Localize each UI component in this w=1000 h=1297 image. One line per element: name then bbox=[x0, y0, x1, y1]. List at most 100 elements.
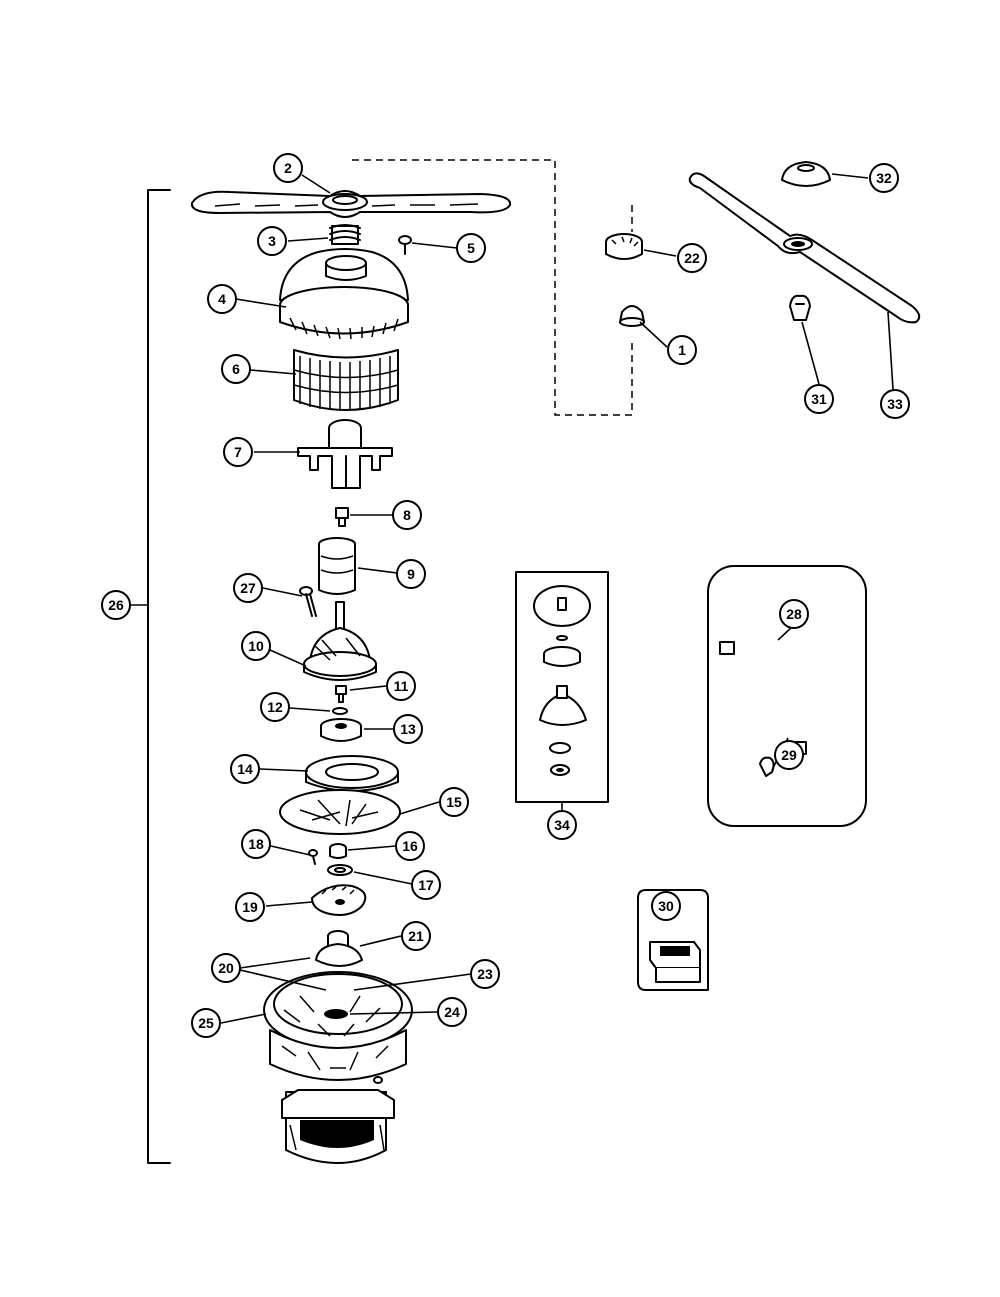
seal-14 bbox=[305, 755, 399, 792]
callout-29: 29 bbox=[774, 740, 804, 770]
spring-part bbox=[329, 224, 361, 245]
lower-spray-arm bbox=[190, 190, 512, 218]
filter-cover bbox=[279, 248, 409, 340]
callout-12: 12 bbox=[260, 692, 290, 722]
assembly-bracket-26 bbox=[131, 189, 171, 1164]
callout-15: 15 bbox=[439, 787, 469, 817]
callout-25: 25 bbox=[191, 1008, 221, 1038]
svg-text:25: 25 bbox=[198, 1015, 214, 1031]
callout-23: 23 bbox=[470, 959, 500, 989]
o-ring-12 bbox=[332, 707, 348, 715]
screw-11 bbox=[335, 685, 347, 703]
svg-text:31: 31 bbox=[811, 391, 827, 407]
callout-6: 6 bbox=[221, 354, 251, 384]
upper-spray-arm bbox=[688, 172, 921, 324]
callout-9: 9 bbox=[396, 559, 426, 589]
chopper-plate-15 bbox=[279, 789, 401, 835]
callout-20: 20 bbox=[211, 953, 241, 983]
svg-text:14: 14 bbox=[237, 761, 253, 777]
svg-text:19: 19 bbox=[242, 899, 258, 915]
svg-text:2: 2 bbox=[284, 160, 292, 176]
svg-text:28: 28 bbox=[786, 606, 802, 622]
callout-3: 3 bbox=[257, 226, 287, 256]
svg-text:33: 33 bbox=[887, 396, 903, 412]
callout-24: 24 bbox=[437, 997, 467, 1027]
svg-text:4: 4 bbox=[218, 291, 226, 307]
callout-33: 33 bbox=[880, 389, 910, 419]
impeller-13 bbox=[320, 718, 362, 742]
hose-kit-box bbox=[707, 565, 867, 827]
svg-text:26: 26 bbox=[108, 597, 124, 613]
cap-32 bbox=[781, 161, 831, 187]
screw-5 bbox=[398, 235, 412, 255]
leader-lines bbox=[220, 173, 894, 1024]
callout-19: 19 bbox=[235, 892, 265, 922]
svg-text:17: 17 bbox=[418, 877, 434, 893]
spider-support bbox=[297, 419, 393, 489]
bushing-16 bbox=[329, 843, 347, 859]
nozzle-1 bbox=[619, 305, 645, 327]
svg-text:3: 3 bbox=[268, 233, 276, 249]
callout-17: 17 bbox=[411, 870, 441, 900]
callout-14: 14 bbox=[230, 754, 260, 784]
callout-26: 26 bbox=[101, 590, 131, 620]
svg-text:15: 15 bbox=[446, 794, 462, 810]
plate-19 bbox=[311, 884, 367, 916]
clip-31 bbox=[789, 294, 811, 321]
callout-5: 5 bbox=[456, 233, 486, 263]
svg-text:23: 23 bbox=[477, 966, 493, 982]
svg-text:29: 29 bbox=[781, 747, 797, 763]
callout-32: 32 bbox=[869, 163, 899, 193]
callout-7: 7 bbox=[223, 437, 253, 467]
svg-text:21: 21 bbox=[408, 928, 424, 944]
callout-18: 18 bbox=[241, 829, 271, 859]
svg-text:10: 10 bbox=[248, 638, 264, 654]
callout-11: 11 bbox=[386, 671, 416, 701]
washer-17 bbox=[327, 864, 353, 876]
hub-nut-22 bbox=[605, 233, 643, 260]
motor-assembly bbox=[263, 930, 413, 1164]
callout-8: 8 bbox=[392, 500, 422, 530]
svg-text:27: 27 bbox=[240, 580, 256, 596]
svg-text:20: 20 bbox=[218, 960, 234, 976]
bolt-8 bbox=[335, 507, 349, 527]
pump-housing bbox=[303, 601, 377, 681]
svg-text:9: 9 bbox=[407, 566, 415, 582]
callout-16: 16 bbox=[395, 831, 425, 861]
svg-text:30: 30 bbox=[658, 898, 674, 914]
callout-28: 28 bbox=[779, 599, 809, 629]
bolt-27 bbox=[299, 586, 317, 617]
svg-text:7: 7 bbox=[234, 444, 242, 460]
svg-text:6: 6 bbox=[232, 361, 240, 377]
svg-text:5: 5 bbox=[467, 240, 475, 256]
svg-text:12: 12 bbox=[267, 699, 283, 715]
callout-27: 27 bbox=[233, 573, 263, 603]
callout-22: 22 bbox=[677, 243, 707, 273]
svg-text:11: 11 bbox=[394, 678, 409, 694]
callout-4: 4 bbox=[207, 284, 237, 314]
svg-text:18: 18 bbox=[248, 836, 264, 852]
callout-21: 21 bbox=[401, 921, 431, 951]
callout-1: 1 bbox=[667, 335, 697, 365]
svg-text:8: 8 bbox=[403, 507, 411, 523]
dashed-connector bbox=[352, 159, 633, 416]
svg-text:24: 24 bbox=[444, 1004, 460, 1020]
callout-31: 31 bbox=[804, 384, 834, 414]
filter-screen bbox=[293, 349, 399, 411]
kit-34 bbox=[515, 571, 609, 810]
svg-text:13: 13 bbox=[400, 721, 416, 737]
callout-2: 2 bbox=[273, 153, 303, 183]
screw-18 bbox=[308, 849, 318, 865]
svg-text:1: 1 bbox=[678, 342, 686, 358]
svg-text:34: 34 bbox=[554, 817, 570, 833]
callout-13: 13 bbox=[393, 714, 423, 744]
svg-text:16: 16 bbox=[402, 838, 418, 854]
svg-text:32: 32 bbox=[876, 170, 892, 186]
callout-34: 34 bbox=[547, 810, 577, 840]
callouts: 1 2 3 4 5 6 7 8 9 10 11 12 13 14 15 16 1… bbox=[101, 153, 910, 1038]
svg-text:22: 22 bbox=[684, 250, 700, 266]
callout-30: 30 bbox=[651, 891, 681, 921]
cylinder-part bbox=[318, 537, 356, 595]
